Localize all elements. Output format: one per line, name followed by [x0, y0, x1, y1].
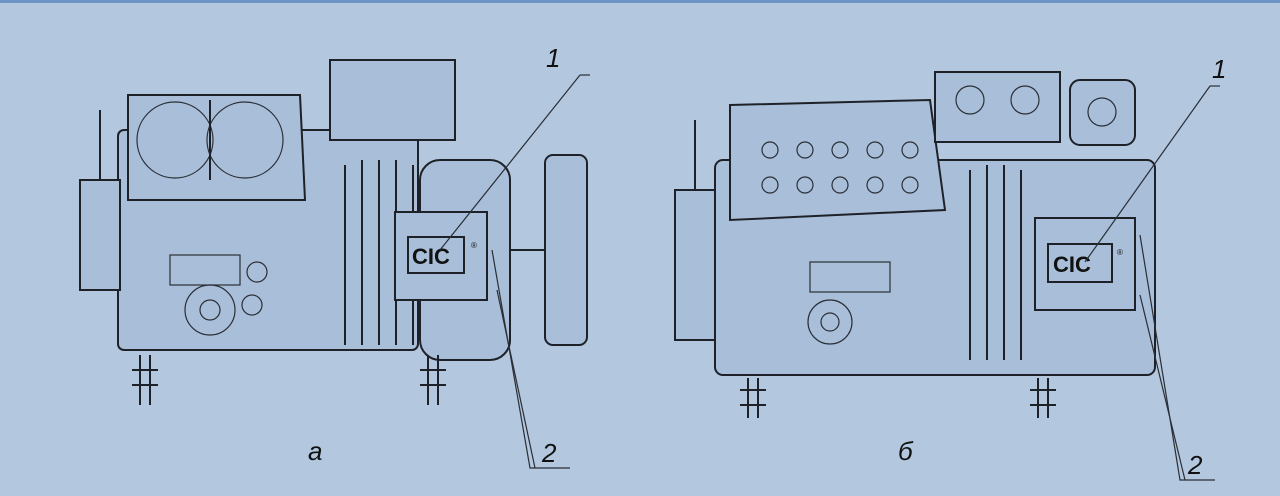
callout-1-b: 1: [1212, 54, 1226, 84]
compressor-b-drawing: CIC ®: [674, 71, 1220, 481]
top-border: [0, 0, 1280, 3]
callout-2-b: 2: [1187, 450, 1203, 480]
label-b: б: [898, 436, 914, 466]
compressor-a-logo: CIC: [412, 244, 450, 269]
compressor-b-logo: CIC: [1053, 252, 1091, 277]
compressor-a-drawing: CIC ®: [79, 59, 590, 469]
registered-mark: ®: [471, 241, 477, 250]
callout-2-a: 2: [541, 438, 557, 468]
callout-1-a: 1: [546, 43, 560, 73]
label-a: а: [308, 436, 322, 466]
registered-mark: ®: [1117, 248, 1123, 257]
